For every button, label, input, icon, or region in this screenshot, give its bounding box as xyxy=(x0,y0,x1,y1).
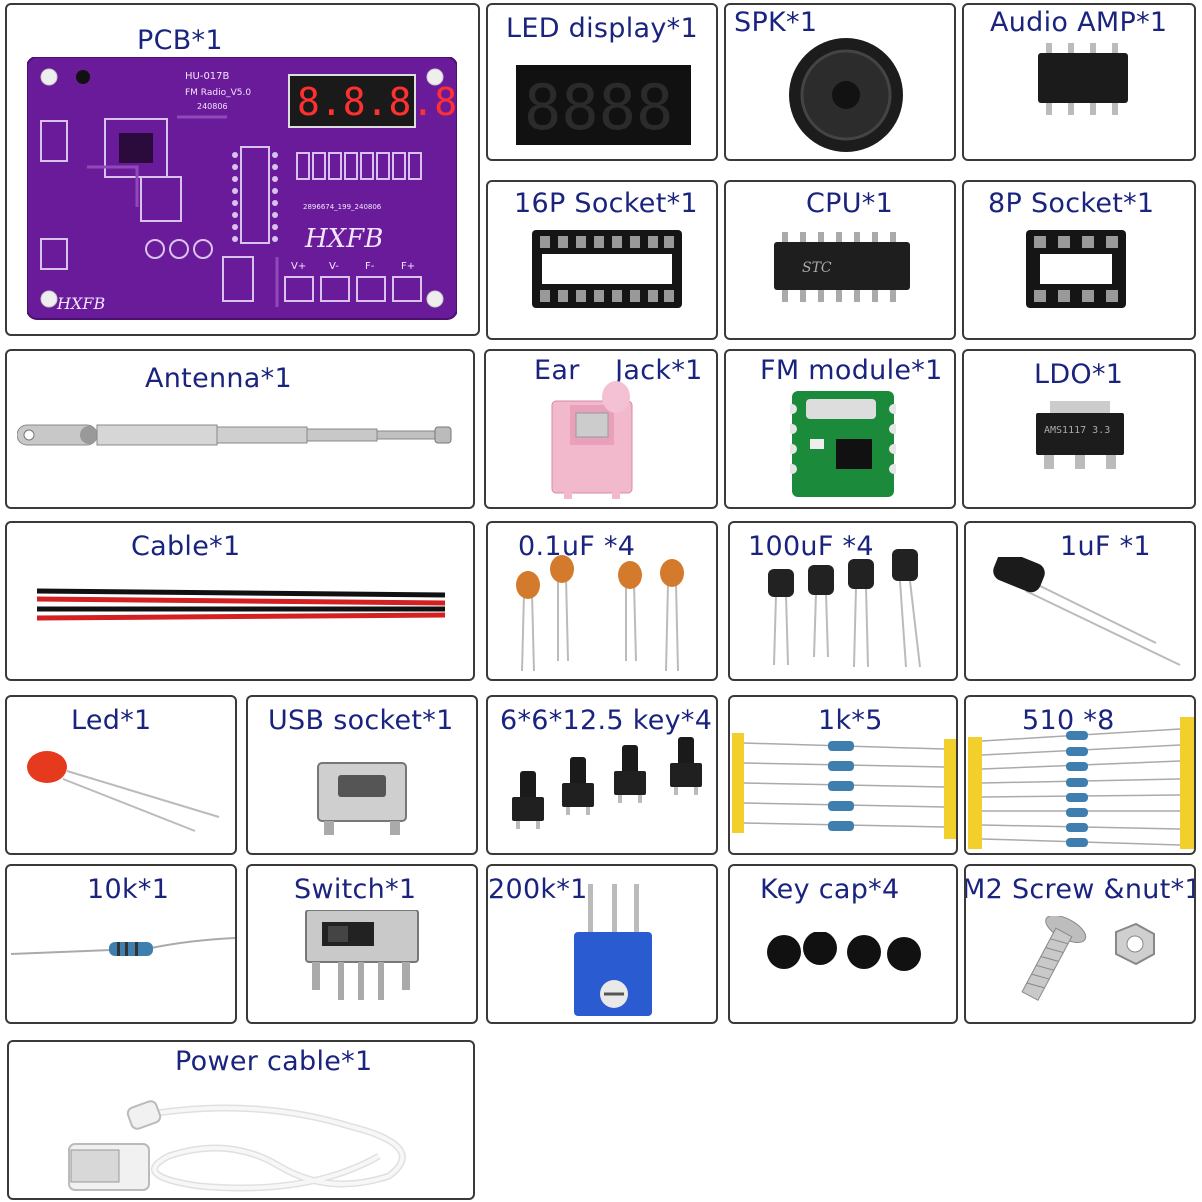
electrolytic-capacitor-image xyxy=(768,549,921,668)
item-label: 6*6*12.5 key*4 xyxy=(500,705,713,736)
resistor-1k-image xyxy=(732,733,956,839)
pcb-model-text: HU-017B xyxy=(185,71,230,82)
ldo-marking-text: AMS1117 3.3 xyxy=(1044,425,1110,436)
item-label: Key cap*4 xyxy=(760,874,900,905)
item-label: FM module*1 xyxy=(760,355,943,386)
item-card-resistor-1k: 1k*5 xyxy=(728,695,958,855)
item-card-ldo: LDO*1 AMS1117 3.3 xyxy=(962,349,1196,509)
item-label: LED display*1 xyxy=(506,13,698,44)
item-label: 16P Socket*1 xyxy=(514,188,698,219)
item-label: Switch*1 xyxy=(294,874,417,905)
item-card-potentiometer-200k: 200k*1 xyxy=(486,864,718,1024)
resistor-10k-image xyxy=(11,937,235,956)
item-label: 10k*1 xyxy=(87,874,170,905)
item-card-led: Led*1 xyxy=(5,695,237,855)
screw-and-nut-image xyxy=(1021,916,1155,1001)
item-card-tactile-key: 6*6*12.5 key*4 xyxy=(486,695,718,855)
speaker-image xyxy=(789,38,903,152)
cable-image xyxy=(36,588,446,621)
usb-socket-image xyxy=(317,762,407,835)
item-card-power-cable: Power cable*1 xyxy=(7,1040,475,1200)
cpu-chip-image: STC xyxy=(774,232,910,302)
item-label: Antenna*1 xyxy=(145,363,292,394)
item-card-16p-socket: 16P Socket*1 xyxy=(486,180,718,340)
svg-text:8.8.8.8: 8.8.8.8 xyxy=(297,80,457,124)
item-label: Led*1 xyxy=(71,705,152,736)
item-label: USB socket*1 xyxy=(268,705,454,736)
ldo-chip-image: AMS1117 3.3 xyxy=(1036,401,1124,469)
16p-socket-image xyxy=(532,230,682,308)
item-card-resistor-10k: 10k*1 xyxy=(5,864,237,1024)
item-card-switch: Switch*1 xyxy=(246,864,478,1024)
audio-amp-chip-image xyxy=(1038,43,1128,115)
item-label: Power cable*1 xyxy=(175,1046,373,1077)
item-card-8p-socket: 8P Socket*1 xyxy=(962,180,1196,340)
item-label: 1uF *1 xyxy=(1060,531,1151,562)
pcb-button-label: V+ xyxy=(291,261,306,272)
item-card-ear-jack: Ear Jack*1 xyxy=(484,349,718,509)
usb-power-cable-image xyxy=(68,1100,406,1192)
cpu-brand-text: STC xyxy=(802,260,832,276)
potentiometer-image xyxy=(574,884,652,1016)
item-label: CPU*1 xyxy=(806,188,894,219)
pcb-button-label: F+ xyxy=(401,261,415,272)
item-label: 510 *8 xyxy=(1022,705,1115,736)
item-card-cap-100uf: 100uF *4 xyxy=(728,521,958,681)
item-card-antenna: Antenna*1 xyxy=(5,349,475,509)
pcb-serial-text: 2896674_199_240806 xyxy=(303,203,382,211)
item-card-cap-1uf: 1uF *1 xyxy=(964,521,1196,681)
item-label: Audio AMP*1 xyxy=(990,7,1168,38)
resistor-510-image xyxy=(968,717,1194,849)
item-label: 0.1uF *4 xyxy=(518,531,636,562)
pcb-brand-small-text: HXFB xyxy=(56,294,105,313)
item-label: 1k*5 xyxy=(818,705,883,736)
ear-jack-image xyxy=(551,381,633,499)
pcb-name-text: FM Radio_V5.0 xyxy=(185,88,251,98)
item-label: 8P Socket*1 xyxy=(988,188,1155,219)
item-card-led-display: LED display*1 8888 xyxy=(486,3,718,161)
item-card-key-cap: Key cap*4 xyxy=(728,864,958,1024)
item-card-speaker: SPK*1 xyxy=(724,3,956,161)
led-display-image: 8888 xyxy=(516,65,691,145)
capacitor-1uf-image xyxy=(993,557,1181,666)
key-cap-image xyxy=(767,932,921,971)
item-card-pcb: PCB*1 HU-017B FM Radio_V5.0 240806 8.8.8… xyxy=(5,3,480,336)
item-card-resistor-510: 510 *8 xyxy=(964,695,1196,855)
item-label: PCB*1 xyxy=(137,25,223,56)
item-label: 200k*1 xyxy=(488,874,588,905)
item-label: Ear Jack*1 xyxy=(534,355,703,386)
item-card-cable: Cable*1 xyxy=(5,521,475,681)
item-card-cap-0-1uf: 0.1uF *4 xyxy=(486,521,718,681)
item-label: SPK*1 xyxy=(734,7,818,38)
item-card-audio-amp: Audio AMP*1 xyxy=(962,3,1196,161)
antenna-image xyxy=(17,424,452,446)
item-card-screw-nut: M2 Screw &nut*1 xyxy=(964,864,1196,1024)
svg-text:8888: 8888 xyxy=(524,71,673,144)
item-label: M2 Screw &nut*1 xyxy=(964,874,1196,905)
item-label: LDO*1 xyxy=(1034,359,1124,390)
fm-module-image xyxy=(790,391,896,497)
pcb-brand-text: HXFB xyxy=(304,224,383,254)
led-image xyxy=(27,751,220,832)
item-card-fm-module: FM module*1 xyxy=(724,349,956,509)
item-label: 100uF *4 xyxy=(748,531,874,562)
pcb-button-label: V- xyxy=(329,261,339,272)
ceramic-capacitor-image xyxy=(516,555,684,672)
item-card-usb-socket: USB socket*1 xyxy=(246,695,478,855)
pcb-board-image: HU-017B FM Radio_V5.0 240806 8.8.8.8 HXF… xyxy=(27,57,457,320)
tactile-key-image xyxy=(512,737,702,829)
item-card-cpu: CPU*1 STC xyxy=(724,180,956,340)
slide-switch-image xyxy=(305,910,419,1000)
item-label: Cable*1 xyxy=(131,531,241,562)
8p-socket-image xyxy=(1026,230,1126,308)
pcb-button-label: F- xyxy=(365,261,375,272)
pcb-date-text: 240806 xyxy=(197,102,228,111)
